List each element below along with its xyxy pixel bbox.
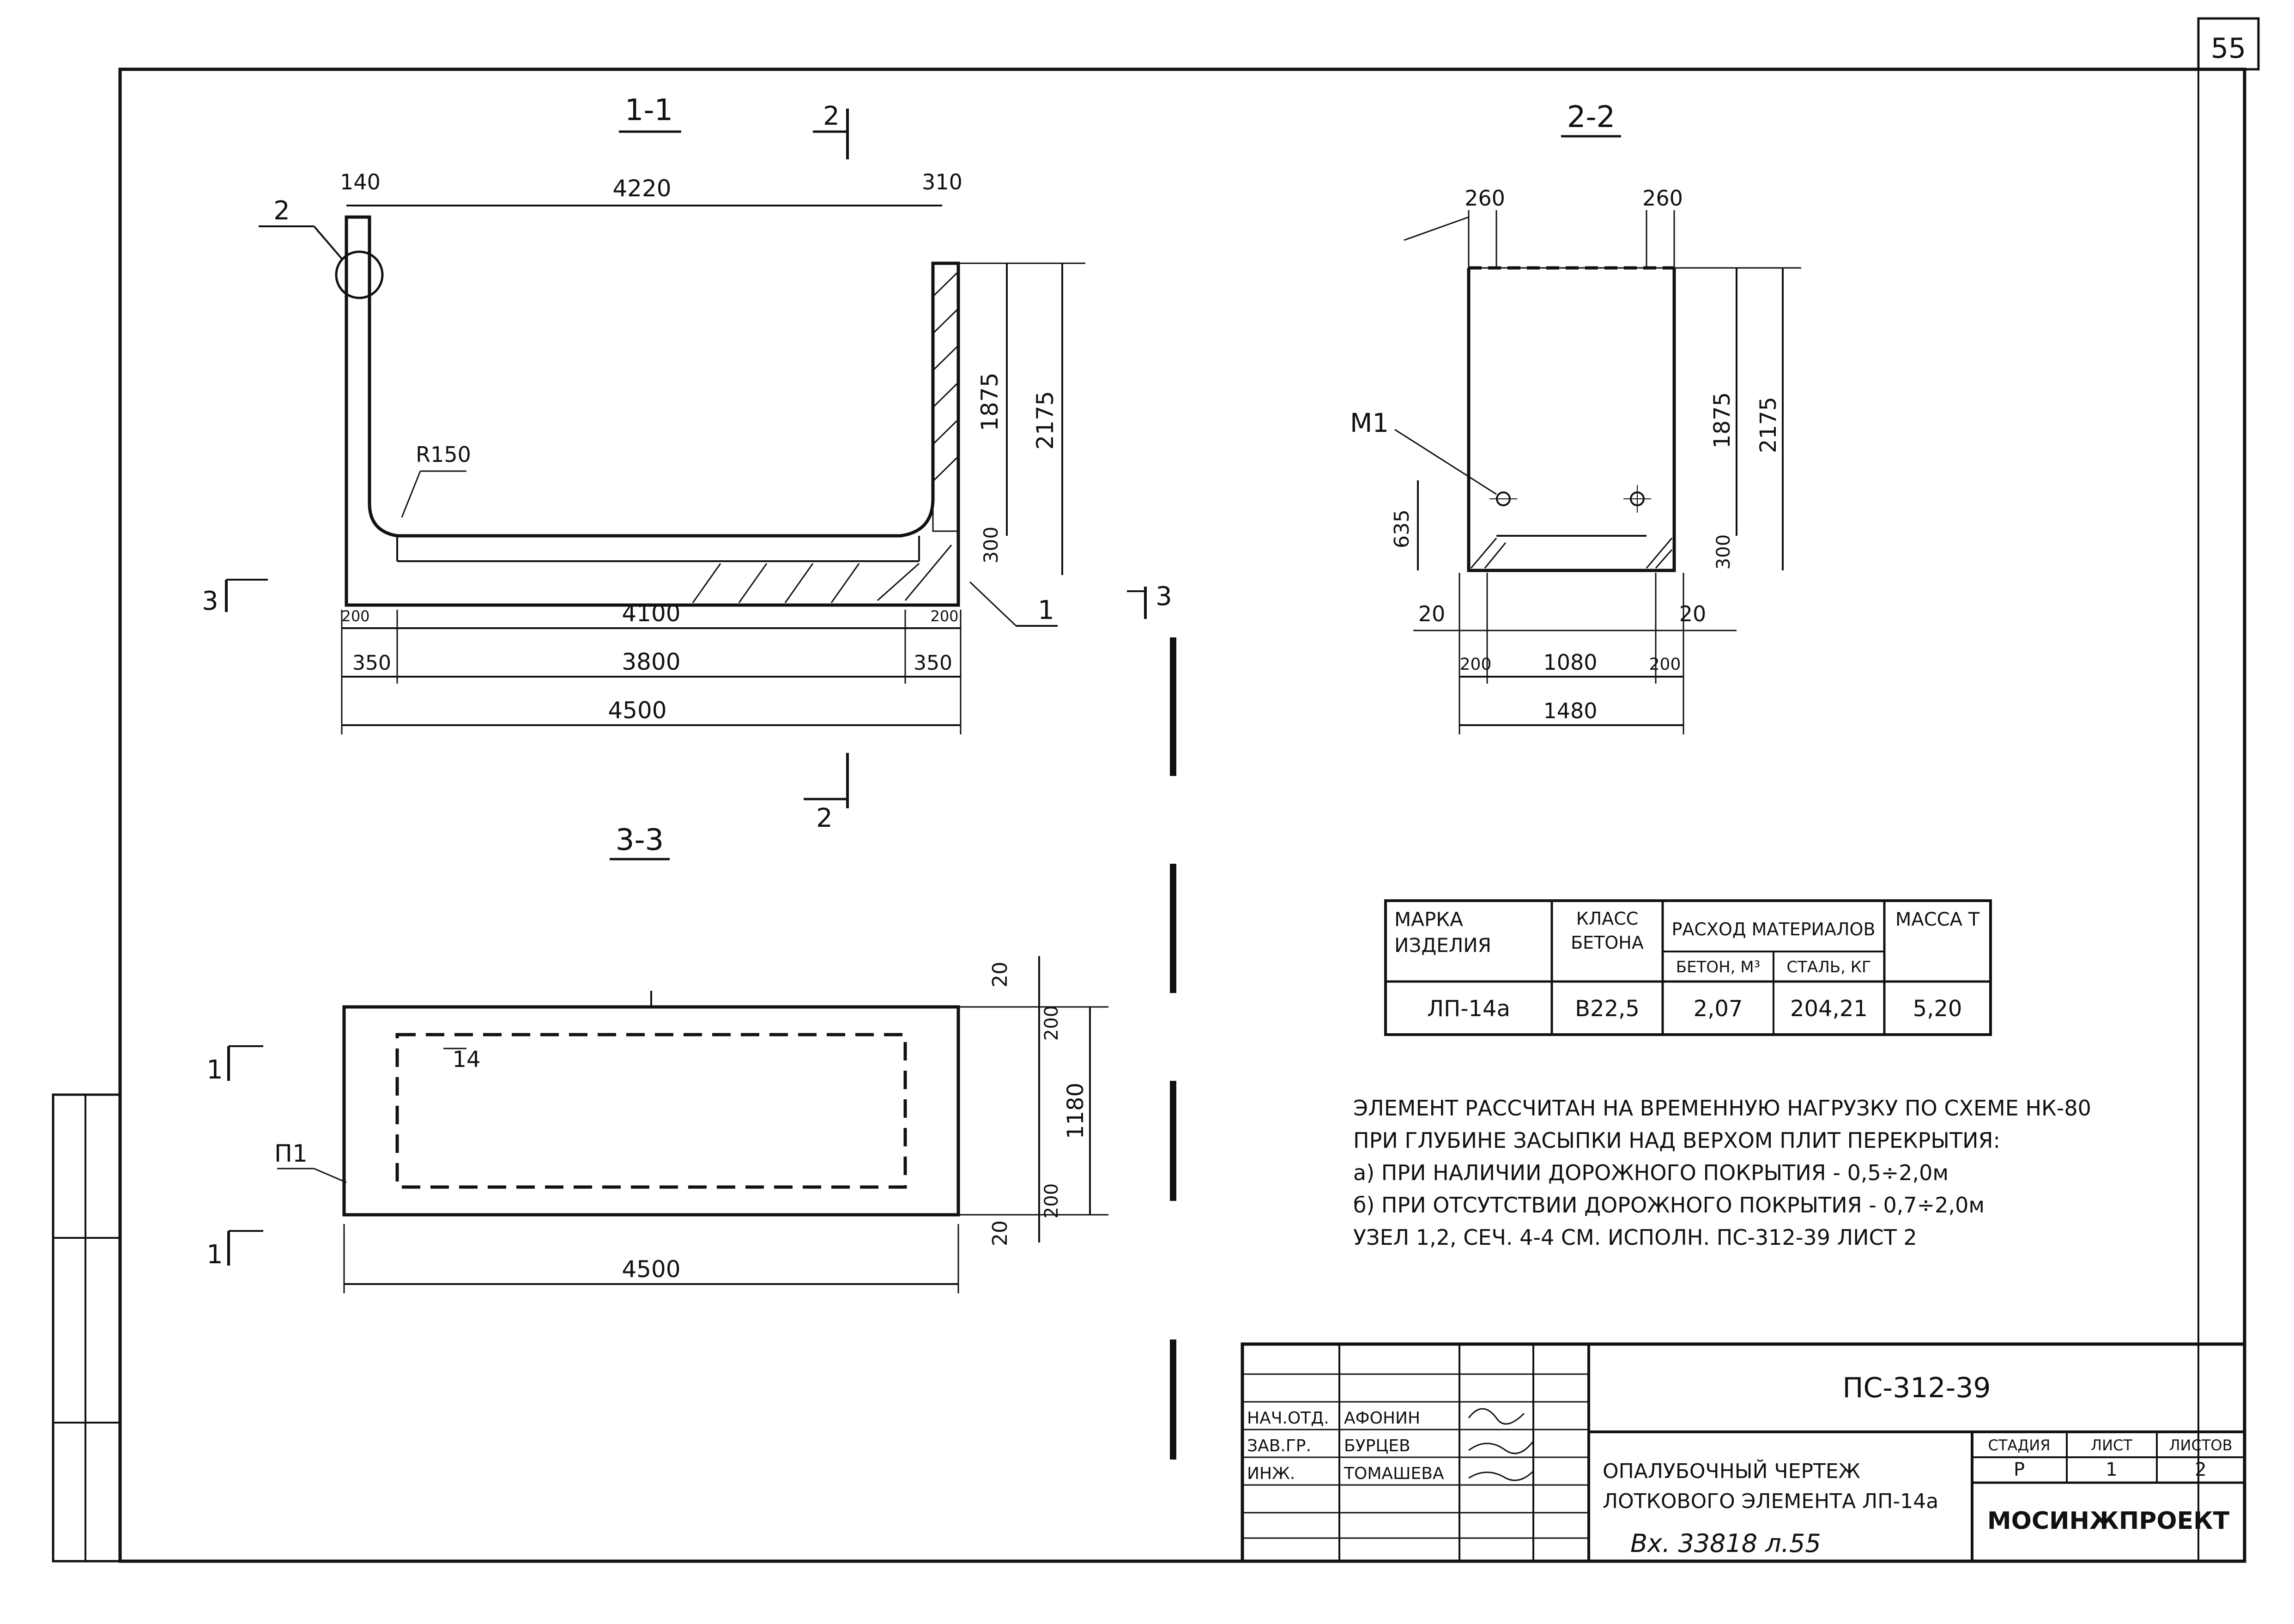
name-group-lead: БУРЦЕВ	[1344, 1436, 1410, 1455]
dim-2-2-300: 300	[1713, 534, 1734, 570]
section-3-3-title: 3-3	[616, 823, 664, 857]
dim-2-2-200-left: 200	[1460, 655, 1492, 674]
section-hatch	[692, 272, 958, 603]
spec-cell-concrete-class: В22,5	[1575, 996, 1640, 1022]
name-engineer: ТОМАШЕВА	[1344, 1464, 1444, 1483]
spec-cell-mark: ЛП-14а	[1427, 996, 1510, 1022]
trough-plan-outline	[342, 1005, 960, 1217]
dim-350-right: 350	[914, 651, 952, 675]
section-2-2-hatch	[1470, 538, 1673, 569]
section-1-1-cut-mark-top: 2	[823, 101, 840, 131]
sheets-value: 2	[2195, 1459, 2206, 1480]
dim-310: 310	[922, 170, 962, 194]
section-2-2-title: 2-2	[1567, 100, 1616, 134]
section-1-1-title: 1-1	[625, 93, 673, 127]
role-head-of-department: НАЧ.ОТД.	[1247, 1409, 1329, 1428]
note-line-5: УЗЕЛ 1,2, СЕЧ. 4-4 СМ. ИСПОЛН. ПС-312-39…	[1353, 1225, 1917, 1250]
sheet-frame: 55	[52, 17, 2260, 1563]
organization: МОСИНЖПРОЕКТ	[1987, 1507, 2230, 1535]
spec-header-materials: РАСХОД МАТЕРИАЛОВ	[1671, 919, 1875, 939]
dim-4220: 4220	[612, 175, 671, 202]
spec-header-steel-kg: СТАЛЬ, КГ	[1786, 958, 1871, 976]
dim-2175: 2175	[1032, 391, 1059, 449]
trough-cross-section	[1467, 268, 1676, 572]
note-line-1: ЭЛЕМЕНТ РАССЧИТАН НА ВРЕМЕННУЮ НАГРУЗКУ …	[1353, 1096, 2091, 1121]
dim-635: 635	[1390, 509, 1414, 548]
node-callout-number: 2	[273, 196, 290, 226]
mark-1a: 1	[206, 1055, 223, 1085]
dim-260-right: 260	[1642, 186, 1683, 211]
role-engineer: ИНЖ.	[1247, 1464, 1295, 1483]
drawing-title-line-2: ЛОТКОВОГО ЭЛЕМЕНТА ЛП-14а	[1603, 1490, 1938, 1513]
dim-260-left: 260	[1465, 186, 1505, 211]
dim-1180: 1180	[1063, 1083, 1089, 1139]
section-1-1: 1-1 2 2 R150	[202, 93, 1085, 833]
dim-3-3-200-top: 200	[1041, 1006, 1062, 1041]
dim-3-3-4500: 4500	[622, 1256, 680, 1283]
sheets-label: ЛИСТОВ	[2169, 1436, 2232, 1454]
dim-3-3-20-top: 20	[988, 962, 1012, 988]
dim-4500: 4500	[608, 697, 666, 724]
name-head-of-department: АФОНИН	[1344, 1409, 1420, 1428]
dim-140: 140	[340, 170, 381, 194]
spec-cell-concrete-m3: 2,07	[1694, 996, 1743, 1022]
dim-200b: 200	[930, 607, 958, 625]
dim-1080: 1080	[1543, 650, 1597, 675]
section-3-3: 3-3 20 200 1180 200 20 4500 П1 14 1 1	[206, 823, 1108, 1293]
dim-2-2-200-right: 200	[1649, 655, 1681, 674]
section-1-1-cut-mark-bottom: 2	[816, 803, 833, 833]
spec-cell-steel-kg: 204,21	[1790, 996, 1868, 1022]
doc-code: ПС-312-39	[1842, 1372, 1991, 1404]
label-p1: П1	[274, 1140, 308, 1168]
note-line-2: ПРИ ГЛУБИНЕ ЗАСЫПКИ НАД ВЕРХОМ ПЛИТ ПЕРЕ…	[1353, 1128, 2000, 1153]
dim-350-left: 350	[352, 651, 391, 675]
stage-value: Р	[2014, 1459, 2025, 1480]
dim-4100: 4100	[622, 600, 680, 627]
notes: ЭЛЕМЕНТ РАССЧИТАН НА ВРЕМЕННУЮ НАГРУЗКУ …	[1353, 1096, 2091, 1250]
dim-2-2-2175: 2175	[1755, 397, 1781, 453]
sheet-label: ЛИСТ	[2091, 1436, 2132, 1454]
spec-header-concrete-class: КЛАСС БЕТОНА	[1571, 909, 1644, 953]
dim-1875: 1875	[976, 372, 1003, 431]
section-2-2: 2-2 M1 260 260 1875	[1127, 100, 1801, 734]
dim-20-left: 20	[1418, 601, 1446, 626]
section-mark-3-right: 3	[1156, 582, 1172, 612]
label-14: 14	[452, 1047, 480, 1073]
dim-1480: 1480	[1543, 698, 1597, 723]
node-callout-circle	[335, 250, 384, 299]
spec-header-concrete-m3: БЕТОН, М³	[1676, 958, 1760, 976]
title-block: НАЧ.ОТД. АФОНИН ЗАВ.ГР. БУРЦЕВ ИНЖ. ТОМА…	[1241, 1342, 2246, 1563]
role-group-lead: ЗАВ.ГР.	[1247, 1436, 1311, 1455]
trough-profile	[345, 215, 960, 607]
dim-200a: 200	[341, 607, 369, 625]
trough-plan-inner	[395, 1033, 907, 1189]
inventory-number: Вх. 33818 л.55	[1630, 1529, 1821, 1558]
dim-3-3-200-bottom: 200	[1041, 1183, 1062, 1218]
dim-2-2-1875: 1875	[1709, 392, 1735, 448]
embed-label-m1: M1	[1350, 408, 1389, 438]
mark-1b: 1	[206, 1240, 223, 1270]
spec-cell-mass: 5,20	[1913, 996, 1962, 1022]
section-mark-3-left: 3	[202, 586, 218, 616]
spec-header-mark: МАРКА ИЗДЕЛИЯ	[1394, 908, 1491, 957]
mark-1: 1	[1038, 595, 1054, 625]
dim-3800: 3800	[622, 648, 680, 675]
spec-table: МАРКА ИЗДЕЛИЯ КЛАСС БЕТОНА РАСХОД МАТЕРИ…	[1384, 899, 1992, 1036]
sheet-value: 1	[2106, 1459, 2117, 1480]
note-line-3: а) ПРИ НАЛИЧИИ ДОРОЖНОГО ПОКРЫТИЯ - 0,5÷…	[1353, 1160, 1949, 1185]
signatures	[1468, 1408, 1534, 1481]
drawing-title-line-1: ОПАЛУБОЧНЫЙ ЧЕРТЕЖ	[1603, 1459, 1860, 1483]
dim-3-3-20-bottom: 20	[988, 1220, 1012, 1246]
note-line-4: б) ПРИ ОТСУТСТВИИ ДОРОЖНОГО ПОКРЫТИЯ - 0…	[1353, 1193, 1985, 1218]
dim-300: 300	[980, 527, 1002, 564]
sheet-number: 55	[2211, 32, 2246, 65]
spec-header-mass: МАССА Т	[1895, 909, 1980, 930]
stage-label: СТАДИЯ	[1988, 1436, 2051, 1454]
radius-label: R150	[416, 442, 471, 467]
